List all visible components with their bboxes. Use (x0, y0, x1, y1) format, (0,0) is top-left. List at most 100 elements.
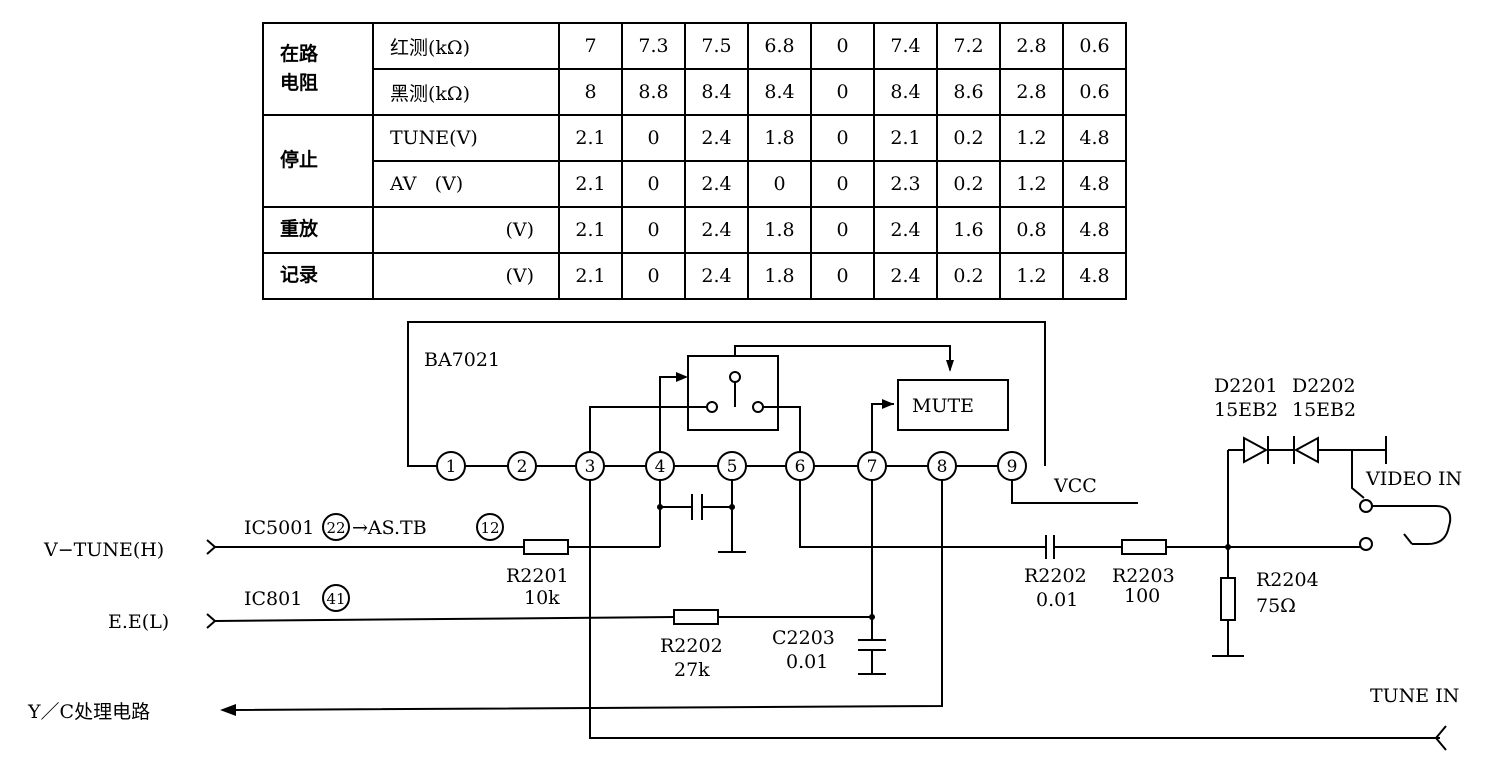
pin-label: 7 (867, 457, 878, 477)
input-arrow (206, 539, 217, 555)
table-cell: 8.4 (747, 68, 812, 116)
ic5001-label: IC5001 (244, 517, 314, 539)
arrow-head (946, 360, 954, 372)
r2203-resistor (1121, 539, 1167, 555)
table-row: 停止 TUNE(V) 2.1 0 2.4 1.8 0 2.1 0.2 1.2 4… (262, 114, 1127, 208)
table-cell: 0 (747, 160, 812, 208)
table-cell: 7.3 (621, 22, 686, 70)
vtune-label: V−TUNE(H) (43, 539, 164, 561)
r2204-value: 75Ω (1256, 595, 1296, 617)
table-cell: 2.1 (558, 160, 623, 208)
ic-name: BA7021 (424, 349, 500, 371)
table-cell: 0 (810, 22, 875, 70)
row-group-label: 记录 (262, 252, 374, 300)
switch-contact (729, 371, 741, 383)
table-row: 重放 (V) 2.1 0 2.4 1.8 0 2.4 1.6 0.8 4.8 (262, 206, 1127, 254)
ee-wire (214, 616, 675, 622)
r2204-ref: R2204 (1256, 569, 1319, 591)
jack-wire (1351, 450, 1365, 499)
pin-3-circle (575, 451, 605, 481)
c2202-value: 0.01 (1036, 589, 1078, 611)
table-cell: 2.4 (684, 114, 749, 162)
table-cell: 0 (621, 160, 686, 208)
table-cell: 1.2 (999, 114, 1064, 162)
table-cell: 8.8 (621, 68, 686, 116)
table-cell: 7.4 (873, 22, 938, 70)
pin-1-circle (436, 451, 466, 481)
video-wire (799, 480, 1046, 548)
ic5001-pin-number: 22 (326, 519, 345, 537)
pin-4-circle (645, 451, 675, 481)
pin-label: 8 (937, 457, 948, 477)
junction-dot (729, 504, 735, 510)
tune-in-label: TUNE IN (1370, 685, 1459, 707)
d2201-ref: D2201 (1214, 375, 1278, 397)
d2201-value: 15EB2 (1214, 399, 1278, 421)
ic801-pin-circle (322, 584, 350, 612)
jack-spring (1403, 533, 1413, 545)
table-cell: 0.6 (1062, 68, 1127, 116)
table-cell: 8.4 (684, 68, 749, 116)
row-group-label: 在路 电阻 (262, 22, 374, 116)
d2202-value: 15EB2 (1292, 399, 1356, 421)
table-cell: 2.8 (999, 22, 1064, 70)
switch-contact (752, 401, 764, 413)
table-cell: 7 (558, 22, 623, 70)
table-cell: 0 (621, 114, 686, 162)
table-cell: 2.4 (684, 252, 749, 300)
jack-spring (1372, 505, 1452, 545)
r2203-ref: R2203 (1112, 565, 1175, 587)
measurement-table: 在路 电阻 红测(kΩ) 7 7.3 7.5 6.8 0 7.4 7.2 2.8… (262, 22, 1127, 300)
row-sub-label: 红测(kΩ) (372, 22, 560, 70)
table-cell: 4.8 (1062, 252, 1127, 300)
table-cell: 4.8 (1062, 114, 1127, 162)
ic801-pin-number: 41 (326, 590, 345, 608)
pin-6-circle (785, 451, 815, 481)
pin-label: 6 (795, 457, 806, 477)
input-arrow (206, 613, 217, 629)
switch-output-wire (763, 406, 801, 452)
mute-link-wire (734, 345, 951, 370)
table-cell: 1.8 (747, 114, 812, 162)
jack-contact (1359, 499, 1373, 513)
table-cell: 2.4 (684, 160, 749, 208)
row-sub-label: TUNE(V) (372, 114, 560, 162)
d2201-diode (1243, 436, 1269, 464)
d2202-diode (1293, 436, 1319, 464)
table-cell: 4.8 (1062, 160, 1127, 208)
table-cell: 2.4 (873, 252, 938, 300)
r2202-ref: R2202 (660, 635, 723, 657)
arrow-head (676, 372, 688, 382)
table-cell: 0 (810, 206, 875, 254)
row-sub-label: 黑测(kΩ) (372, 68, 560, 116)
table-cell: 0.2 (936, 252, 1001, 300)
table-cell: 2.1 (558, 206, 623, 254)
pin-7-circle (857, 451, 887, 481)
arrow-head (220, 704, 236, 716)
table-row: 黑测(kΩ) 8 8.8 8.4 8.4 0 8.4 8.6 2.8 0.6 (263, 68, 1127, 116)
switch-input-wire (589, 406, 707, 452)
table-cell: 2.8 (999, 68, 1064, 116)
pin-5-circle (717, 451, 747, 481)
pin-label: 3 (585, 457, 596, 477)
r2202-value: 27k (674, 659, 710, 681)
table-cell: 1.2 (999, 252, 1064, 300)
ic5001-pin-circle (322, 513, 350, 541)
table-cell: 7.5 (684, 22, 749, 70)
switch-box (687, 355, 779, 431)
mute-control-wire (871, 403, 894, 452)
r2202-resistor (673, 609, 719, 625)
video-in-label: VIDEO IN (1365, 468, 1462, 490)
table-cell: 4.8 (1062, 206, 1127, 254)
table-row: AV (V) 2.1 0 2.4 0 0 2.3 0.2 1.2 4.8 (263, 160, 1127, 208)
table-cell: 0 (810, 114, 875, 162)
arrow-head (882, 399, 894, 409)
table-cell: 0 (810, 68, 875, 116)
table-cell: 1.6 (936, 206, 1001, 254)
table-cell: 0.2 (936, 114, 1001, 162)
table-cell: 0 (810, 252, 875, 300)
yc-output-wire (231, 480, 943, 711)
yc-output-label: Y／C处理电路 (27, 701, 150, 723)
table-cell: 2.1 (558, 114, 623, 162)
table-cell: 2.4 (873, 206, 938, 254)
